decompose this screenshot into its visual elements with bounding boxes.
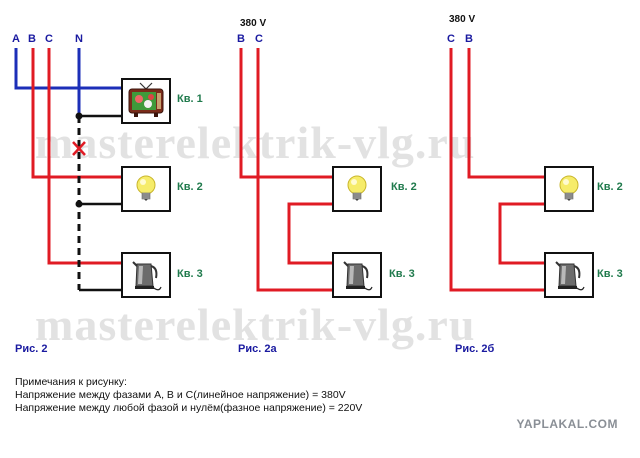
fig2-diagram: 380 V B C Кв. 2 Кв. 3 Рис. 2а bbox=[237, 18, 417, 355]
fig2-phase-c: C bbox=[255, 33, 263, 45]
fig2-phase-b: B bbox=[237, 33, 245, 45]
notes-line-2: Напряжение между любой фазой и нулём(фаз… bbox=[15, 402, 363, 414]
notes-block: Примечания к рисунку: Напряжение между ф… bbox=[15, 376, 362, 415]
fig3-wire-b bbox=[467, 48, 545, 179]
fig2-wire-c bbox=[256, 48, 333, 292]
fig2-voltage: 380 V bbox=[240, 18, 266, 29]
fig1-wire-b bbox=[31, 48, 122, 179]
fig3-kv3-label: Кв. 3 bbox=[597, 268, 623, 280]
fig2-kv3-label: Кв. 3 bbox=[389, 268, 415, 280]
fig2-kv2-label: Кв. 2 bbox=[391, 181, 417, 193]
watermark-top: masterelektrik-vlg.ru bbox=[35, 117, 475, 168]
fig2-caption: Рис. 2а bbox=[238, 343, 277, 355]
fig2-load-box-kv2 bbox=[332, 166, 382, 212]
fig1-phase-b: B bbox=[28, 33, 36, 45]
fig1-phase-a: A bbox=[12, 33, 20, 45]
fig3-diagram: 380 V C B Кв. 2 Кв. 3 Рис. 2б bbox=[447, 14, 623, 355]
fig3-wire-c bbox=[449, 48, 545, 292]
fig1-wire-c bbox=[47, 48, 122, 265]
fig1-node-1 bbox=[75, 112, 83, 120]
fig3-kv2-label: Кв. 2 bbox=[597, 181, 623, 193]
fig1-diagram: A B C N bbox=[12, 33, 203, 355]
tv-icon bbox=[128, 82, 164, 117]
fig3-voltage: 380 V bbox=[449, 14, 475, 25]
break-cross-icon bbox=[72, 141, 86, 156]
fig1-phase-c: C bbox=[45, 33, 53, 45]
fig3-caption: Рис. 2б bbox=[455, 343, 494, 355]
fig1-kv1-label: Кв. 1 bbox=[177, 93, 203, 105]
fig2-wire-b bbox=[239, 48, 333, 179]
notes-heading: Примечания к рисунку: bbox=[15, 376, 127, 388]
fig1-kv3-label: Кв. 3 bbox=[177, 268, 203, 280]
fig1-wire-a bbox=[14, 48, 122, 90]
fig1-caption: Рис. 2 bbox=[15, 343, 47, 355]
fig1-node-2 bbox=[75, 200, 83, 208]
watermark-bottom: masterelektrik-vlg.ru bbox=[35, 299, 475, 350]
fig1-phase-n: N bbox=[75, 33, 83, 45]
brand-watermark: YAPLAKAL.COM bbox=[516, 417, 618, 431]
fig3-series-link bbox=[498, 202, 545, 265]
fig1-kv2-label: Кв. 2 bbox=[177, 181, 203, 193]
fig2-series-link bbox=[287, 202, 333, 265]
notes-line-1: Напряжение между фазами A, B и C(линейно… bbox=[15, 389, 346, 401]
fig3-phase-b: B bbox=[465, 33, 473, 45]
fig3-phase-c: C bbox=[447, 33, 455, 45]
